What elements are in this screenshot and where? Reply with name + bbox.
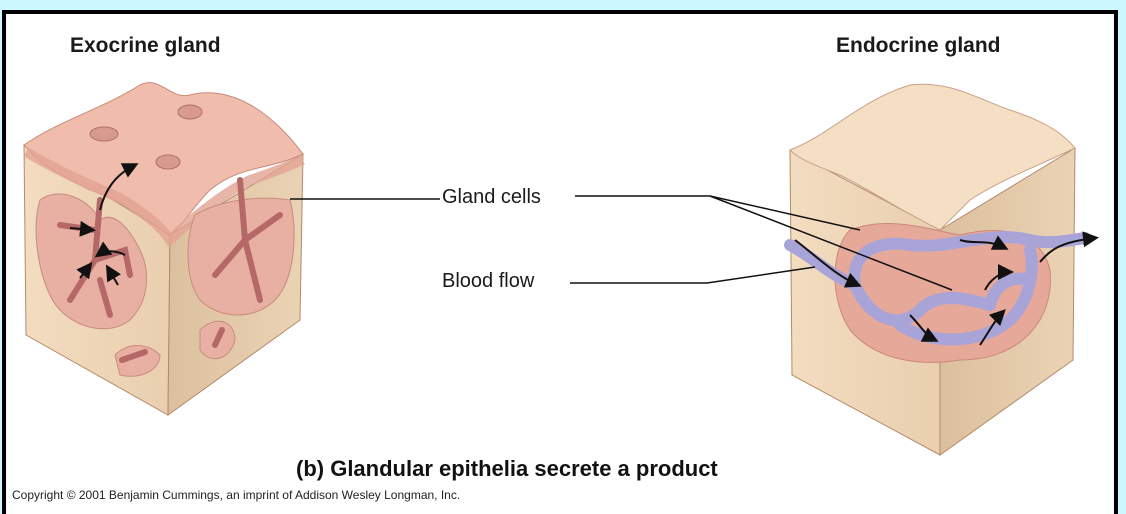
duct-opening <box>89 126 119 142</box>
duct-opening <box>177 104 203 120</box>
secretion-arrow <box>99 163 139 211</box>
gland-cells-label: Gland cells <box>442 186 541 208</box>
blood-flow-arrow <box>979 309 1006 346</box>
exocrine-title: Exocrine gland <box>70 34 221 57</box>
copyright-notice: Copyright © 2001 Benjamin Cummings, an i… <box>12 488 461 502</box>
capillary <box>848 231 1091 291</box>
blood-flow-arrow <box>1039 231 1099 263</box>
leader-line-blood-flow <box>570 266 816 284</box>
blood-flow-label: Blood flow <box>442 270 535 292</box>
endocrine-title: Endocrine gland <box>836 34 1001 57</box>
duct-opening <box>155 154 181 170</box>
blood-flow-arrow <box>984 264 1014 291</box>
endocrine-top-surface <box>789 83 1076 231</box>
figure-caption: (b) Glandular epithelia secrete a produc… <box>296 456 718 481</box>
blood-flow-arrow <box>794 239 862 288</box>
endocrine-gland-block <box>784 83 1099 456</box>
blood-flow-arrow <box>959 235 1009 250</box>
secretion-arrow <box>105 264 121 286</box>
secretion-arrow <box>69 220 96 237</box>
exocrine-gland-block <box>23 82 305 416</box>
leader-line-gland-cells-right-2 <box>709 195 953 291</box>
secretion-arrow <box>76 261 93 280</box>
secretion-arrow <box>94 241 126 258</box>
blood-flow-arrow <box>909 314 939 342</box>
capillary <box>984 272 1036 311</box>
capillary <box>849 279 996 327</box>
